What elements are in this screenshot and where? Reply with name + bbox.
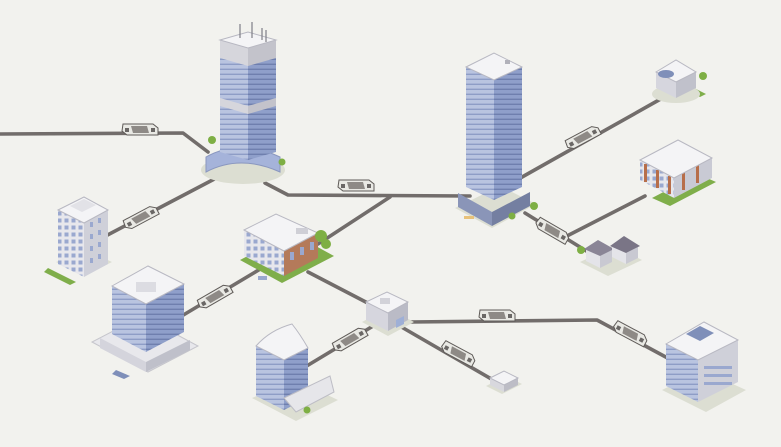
car-icon xyxy=(478,309,516,322)
tree-icon xyxy=(208,136,216,144)
kiosk xyxy=(486,370,522,394)
car-icon xyxy=(121,123,159,136)
tree-icon xyxy=(530,202,538,210)
road-hub-to-solar xyxy=(408,318,677,364)
car-icon xyxy=(337,179,375,192)
road-office-center-to-tall-tower xyxy=(316,195,392,246)
car-icon xyxy=(121,203,160,232)
hub xyxy=(362,291,414,336)
tree-icon xyxy=(278,158,286,166)
office-large xyxy=(90,265,200,379)
car-icon xyxy=(195,282,234,311)
tree-icon xyxy=(577,246,585,254)
tree-icon xyxy=(321,239,331,249)
tree-icon xyxy=(303,406,311,414)
apartment-block xyxy=(44,196,112,285)
road-landmark-to-apartments xyxy=(96,173,224,242)
brick-office xyxy=(638,139,716,206)
tree-icon xyxy=(508,212,516,220)
tree-icon xyxy=(315,230,327,242)
round-building xyxy=(652,59,707,103)
solar-building xyxy=(662,321,746,412)
road-tower-to-brick-office xyxy=(563,194,647,239)
car-icon xyxy=(611,319,650,348)
car-icon xyxy=(330,325,369,354)
tower-tall-blue xyxy=(455,52,538,228)
road-landmark-to-tall-tower xyxy=(263,181,472,198)
curved-roof-office xyxy=(252,323,338,421)
tower-landmark xyxy=(201,22,286,184)
car-icon xyxy=(533,216,572,245)
road-left-offscreen xyxy=(0,131,210,154)
tree-icon xyxy=(699,72,707,80)
crane-icon xyxy=(239,22,267,42)
solar-panel-icon xyxy=(686,326,714,341)
houses xyxy=(577,236,642,276)
office-center xyxy=(240,213,334,283)
